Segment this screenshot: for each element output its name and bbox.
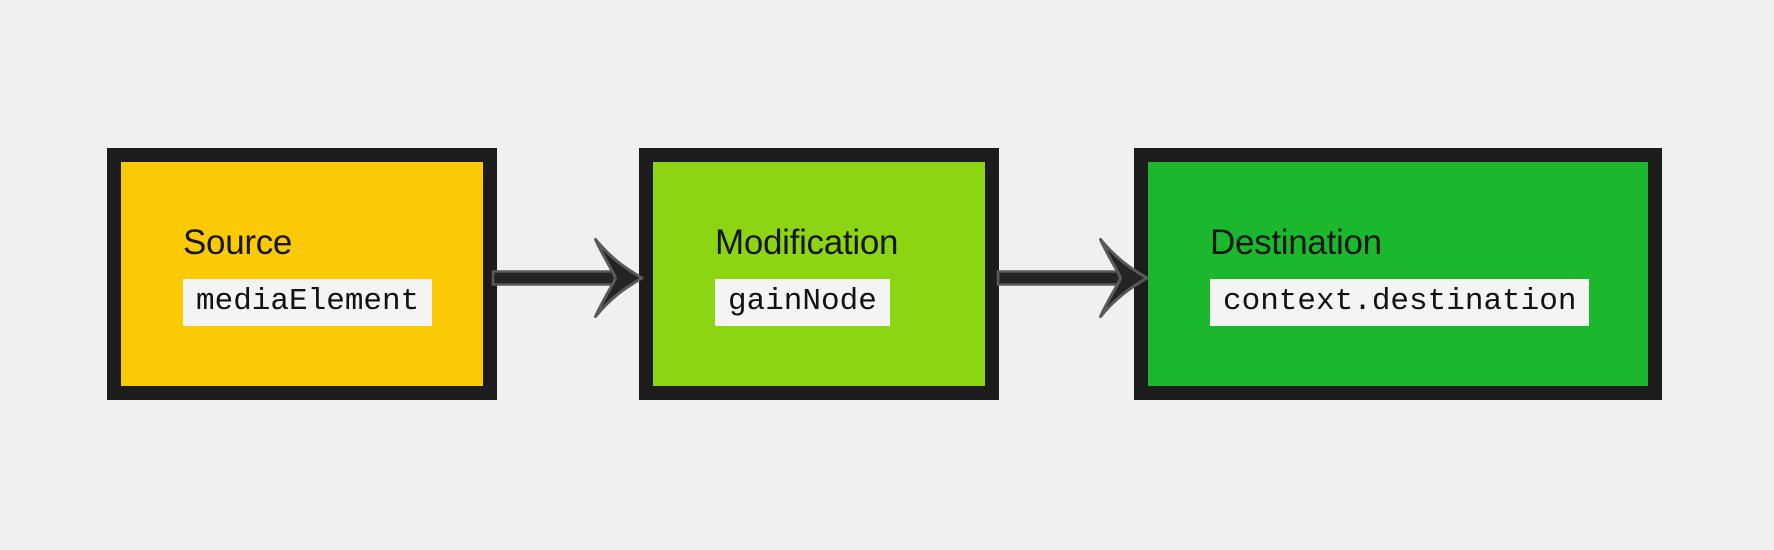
node-source-code-chip: mediaElement — [183, 278, 433, 327]
node-modification-label: Modification — [715, 222, 899, 262]
arrow-shaft — [996, 270, 1125, 286]
node-source-label: Source — [183, 222, 293, 262]
node-modification-code-chip: gainNode — [715, 278, 890, 327]
arrow-source-to-modification — [491, 238, 644, 318]
node-source: Source mediaElement — [107, 148, 497, 400]
node-destination-label: Destination — [1210, 222, 1382, 262]
node-modification: Modification gainNode — [639, 148, 999, 400]
node-destination: Destination context.destination — [1134, 148, 1662, 400]
arrow-modification-to-destination — [996, 238, 1149, 318]
arrow-shaft — [491, 270, 620, 286]
node-destination-code-chip: context.destination — [1210, 278, 1590, 327]
arrow-head — [1099, 238, 1149, 318]
arrow-head — [594, 238, 644, 318]
